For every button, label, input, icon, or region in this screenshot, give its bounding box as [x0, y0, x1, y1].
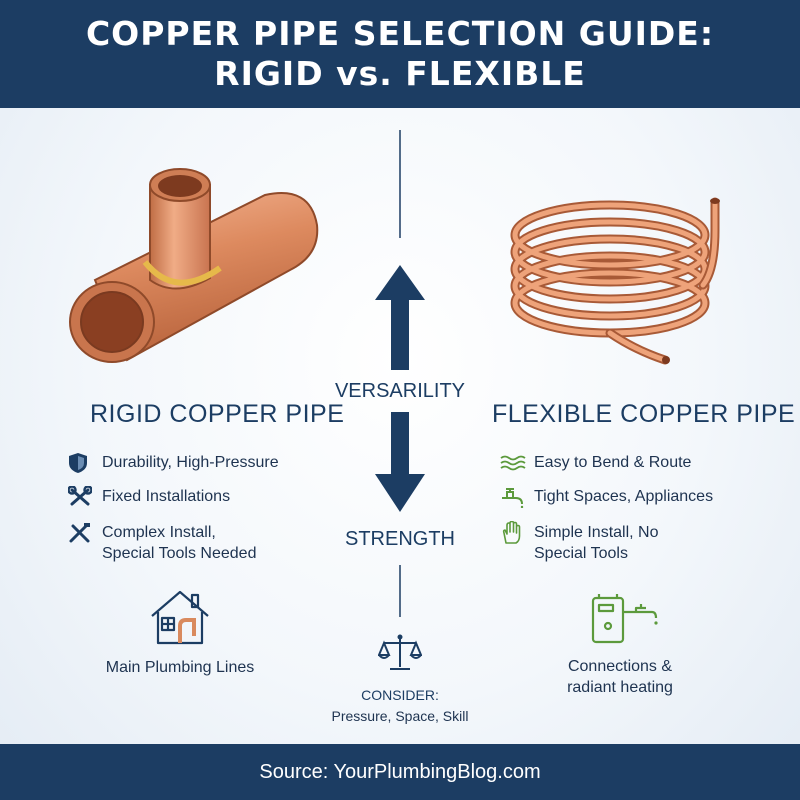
- consider-text: Pressure, Space, Skill: [331, 708, 469, 724]
- page-title-line1: COPPER PIPE SELECTION GUIDE:: [85, 14, 715, 53]
- footer-banner: Source: YourPlumbingBlog.com: [0, 744, 800, 800]
- rigid-usage: Main Plumbing Lines: [105, 659, 255, 676]
- rigid-feature-fixed: Fixed Installations: [68, 486, 230, 508]
- rigid-feature-text-block: Complex Install, Special Tools Needed: [102, 522, 256, 564]
- consider-title: CONSIDER:: [361, 687, 439, 703]
- rigid-feature-text: Fixed Installations: [102, 488, 231, 505]
- waves-icon: [500, 452, 534, 474]
- rigid-feature-complex: Complex Install, Special Tools Needed: [68, 522, 256, 564]
- flexible-title: FLEXIBLE COPPER PIPE: [492, 400, 796, 428]
- versatility-label: VERSARILITY: [334, 380, 466, 402]
- flexible-feature-bend: Easy to Bend & Route: [500, 452, 691, 474]
- rigid-feature-text: Durability, High-Pressure: [102, 454, 279, 471]
- flexible-feature-text-block: Simple Install, No Special Tools: [534, 522, 659, 564]
- wrench-screwdriver-icon: [68, 486, 102, 508]
- center-divider: [399, 130, 401, 238]
- faucet-icon: [500, 486, 534, 508]
- rigid-feature-text-line2: Special Tools Needed: [102, 545, 257, 562]
- house-pipe-icon: [151, 590, 209, 645]
- arrow-up-icon: [375, 265, 425, 370]
- flexible-feature-text: Tight Spaces, Appliances: [534, 488, 714, 505]
- flexible-feature-text: Simple Install, No: [534, 524, 659, 541]
- rigid-tee-pipe-illustration: [69, 168, 319, 363]
- center-divider-lower: [399, 565, 401, 617]
- header-banner: COPPER PIPE SELECTION GUIDE: RIGID vs. F…: [0, 0, 800, 108]
- flexible-feature-text-line2: Special Tools: [534, 545, 628, 562]
- flexible-feature-text: Easy to Bend & Route: [534, 454, 692, 471]
- shield-icon: [68, 452, 102, 474]
- water-heater-icon: [591, 594, 658, 644]
- arrow-down-icon: [375, 412, 425, 512]
- flexible-coil-pipe-illustration: [510, 197, 720, 365]
- page-title-line2: RIGID vs. FLEXIBLE: [214, 54, 586, 93]
- flexible-usage-line2: radiant heating: [567, 679, 673, 696]
- flexible-feature-spaces: Tight Spaces, Appliances: [500, 486, 713, 508]
- tools-icon: [68, 522, 102, 544]
- flexible-usage-line1: Connections &: [567, 658, 673, 675]
- strength-label: STRENGTH: [345, 528, 455, 550]
- rigid-feature-text: Complex Install,: [102, 524, 216, 541]
- rigid-title: RIGID COPPER PIPE: [90, 400, 345, 428]
- scales-icon: [378, 634, 422, 670]
- hand-icon: [500, 521, 534, 544]
- rigid-feature-durability: Durability, High-Pressure: [68, 452, 279, 474]
- flexible-feature-simple: Simple Install, No Special Tools: [500, 521, 659, 564]
- source-credit: Source: YourPlumbingBlog.com: [259, 760, 541, 783]
